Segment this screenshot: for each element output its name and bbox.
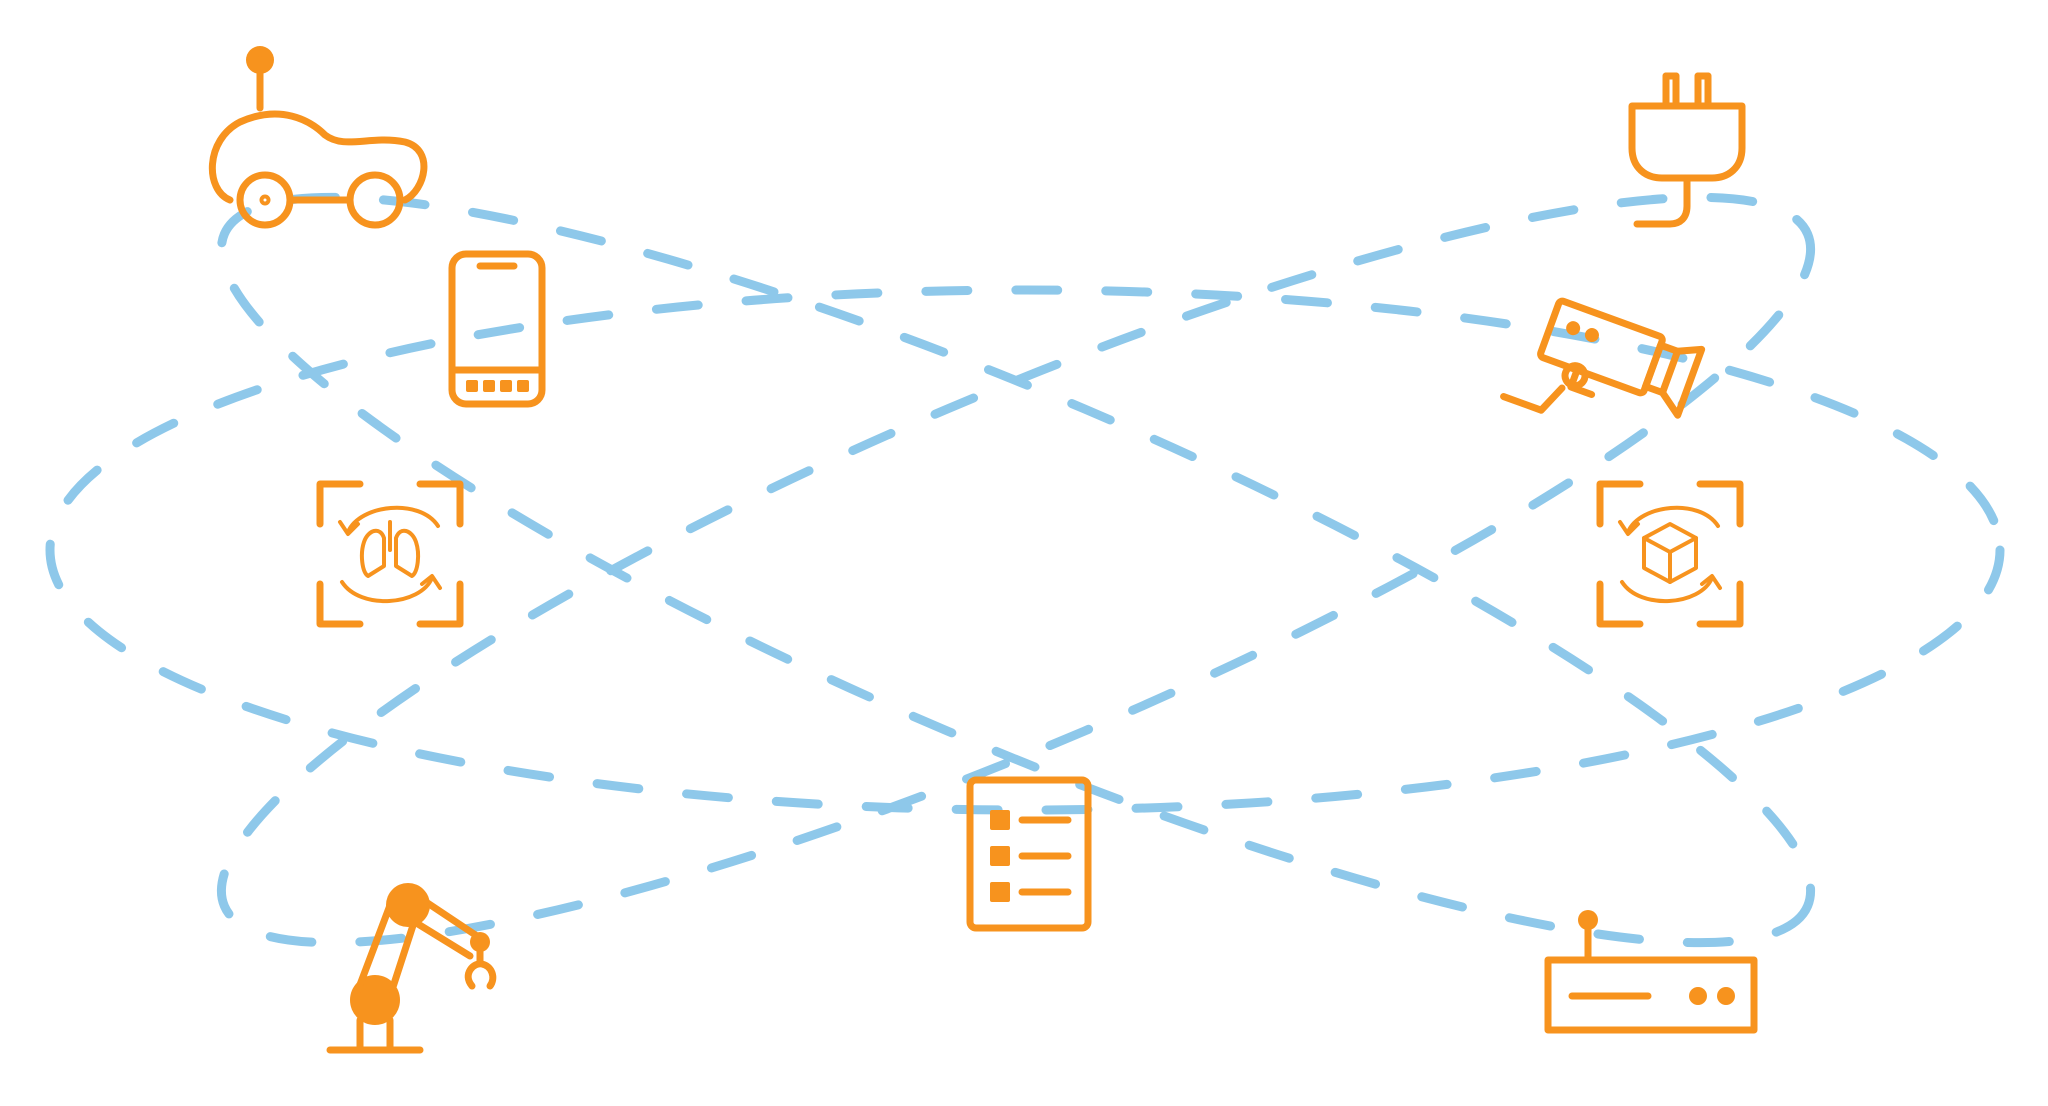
scan-bracket-br <box>416 580 464 628</box>
router-body <box>1544 956 1758 1034</box>
router-light-2 <box>1717 987 1735 1005</box>
document-frame <box>966 776 1092 932</box>
scan-bracket-tr <box>1696 480 1744 528</box>
rotate-arrow-top <box>1626 505 1720 534</box>
scan-bracket-bl <box>316 580 364 628</box>
rear-wheel <box>346 171 404 229</box>
router-light-1 <box>1689 987 1707 1005</box>
orbit-tilted-down <box>216 192 1816 948</box>
plug-cord <box>1633 174 1691 228</box>
rotate-arrow-top <box>346 505 440 534</box>
orbit-paths <box>45 192 2005 948</box>
arm-upper <box>404 886 484 960</box>
orbit-tilted-up <box>216 192 1816 948</box>
lung-scan-icon <box>316 480 464 628</box>
front-wheel <box>236 171 294 229</box>
rotate-arrow-bottom <box>1620 576 1714 603</box>
ar-cube-icon <box>1596 480 1744 628</box>
scan-bracket-bl <box>1596 580 1644 628</box>
plug-body <box>1628 102 1746 182</box>
scan-bracket-tr <box>416 480 464 528</box>
checklist-document-icon <box>966 776 1092 932</box>
rotate-arrow-bottom <box>340 576 434 603</box>
arm-gripper <box>464 960 497 990</box>
robotic-arm-icon <box>326 883 497 1054</box>
phone-body <box>448 250 546 408</box>
lungs <box>359 520 421 578</box>
smartphone-icon <box>448 250 546 408</box>
router-icon <box>1544 910 1758 1034</box>
scan-bracket-tl <box>316 480 364 528</box>
orbit-horizontal <box>45 285 2005 815</box>
rc-car-icon <box>208 46 428 229</box>
cube <box>1642 522 1698 584</box>
power-plug-icon <box>1628 72 1746 228</box>
scan-bracket-br <box>1696 580 1744 628</box>
scan-bracket-tl <box>1596 480 1644 528</box>
security-camera-icon <box>1500 297 1706 419</box>
car-body <box>208 110 428 204</box>
camera-lens <box>1658 345 1706 419</box>
